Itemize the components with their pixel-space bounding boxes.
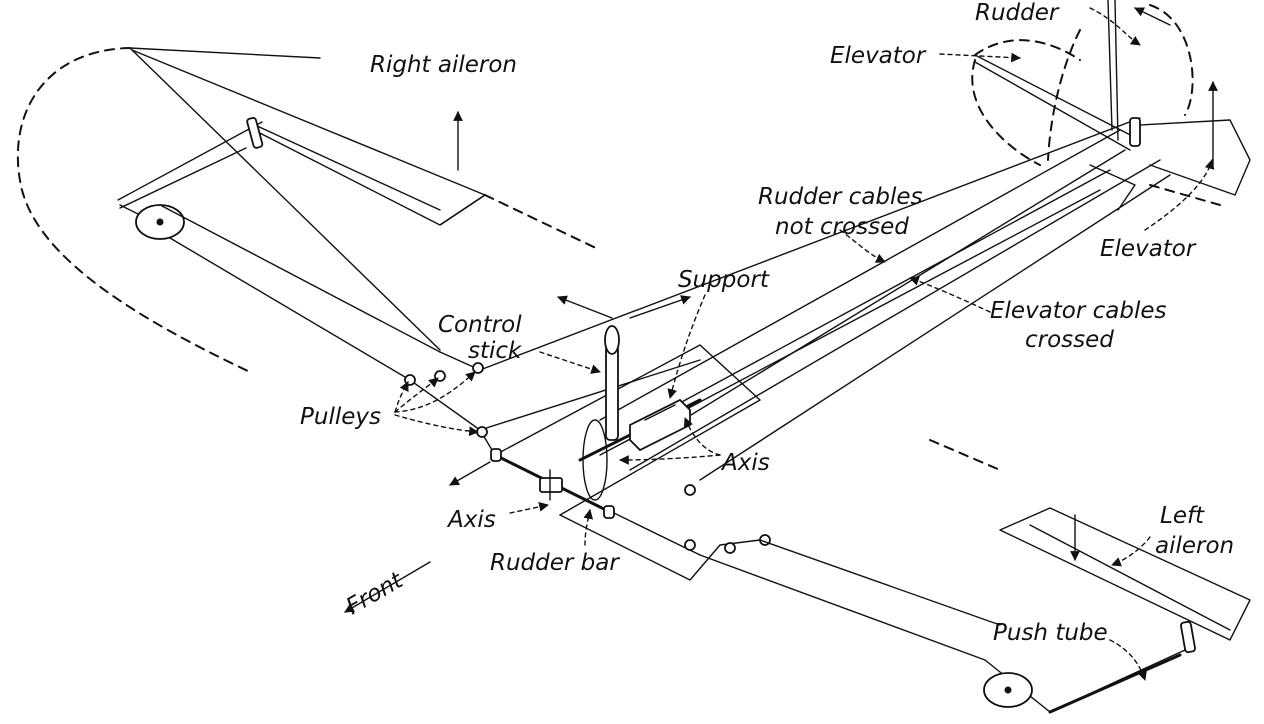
label-left-aileron-1: Left: [1160, 503, 1205, 529]
label-control-stick-1: Control: [438, 312, 522, 338]
label-rudder-cables-2: not crossed: [775, 214, 909, 240]
tail-assembly: [939, 0, 1251, 231]
label-elevator-cables-2: crossed: [1025, 327, 1114, 353]
label-rudder-cables-1: Rudder cables: [758, 184, 923, 210]
stick-support: [619, 294, 721, 465]
label-control-stick-2: stick: [468, 338, 523, 364]
left-aileron-pulley: [983, 639, 1182, 714]
label-axis-bar: Axis: [446, 507, 496, 533]
label-axis-stick: Axis: [720, 450, 770, 476]
label-elevator-top: Elevator: [830, 43, 927, 69]
fuselage-frame: [409, 117, 1171, 581]
cable-leaders: [839, 229, 991, 313]
label-rudder-bar: Rudder bar: [490, 550, 620, 576]
control-stick: [539, 295, 702, 501]
right-wing: [16, 47, 441, 373]
right-aileron-pulley: [119, 204, 441, 381]
label-pulleys: Pulleys: [300, 404, 381, 430]
label-front: Front: [342, 567, 408, 620]
front-indicator: [344, 561, 431, 613]
label-support: Support: [678, 267, 770, 293]
label-elevator-cables-1: Elevator cables: [990, 298, 1167, 324]
label-rudder-top: Rudder: [975, 0, 1060, 26]
left-aileron: [999, 507, 1251, 654]
label-right-aileron: Right aileron: [370, 52, 517, 78]
left-wing: [699, 439, 1186, 713]
label-push-tube: Push tube: [993, 620, 1108, 646]
right-aileron: [131, 49, 601, 251]
rudder-bar: [449, 448, 615, 546]
pulleys-group: [394, 362, 771, 554]
label-left-aileron-2: aileron: [1155, 533, 1234, 559]
label-elevator-right: Elevator: [1100, 236, 1197, 262]
